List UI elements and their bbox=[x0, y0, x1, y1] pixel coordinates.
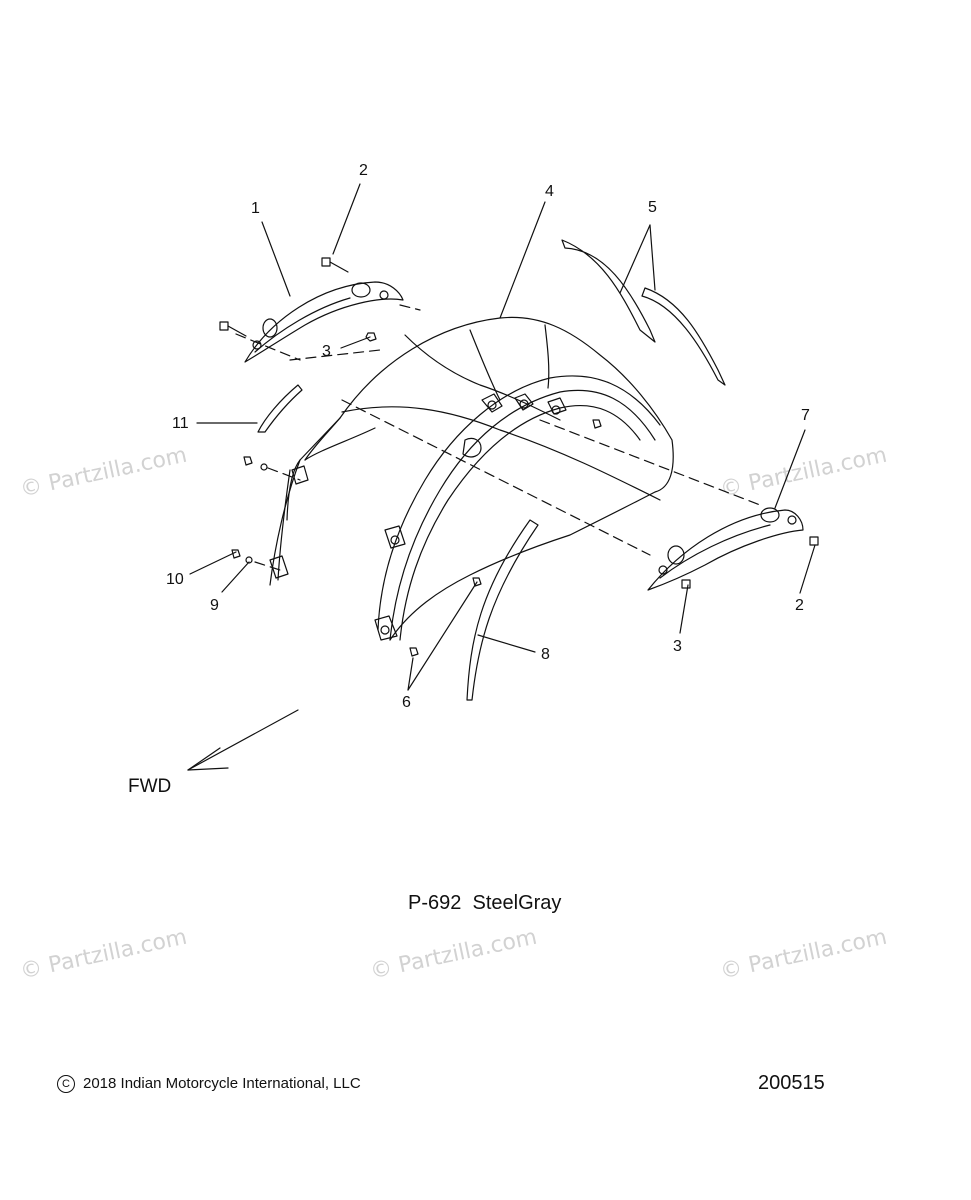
callout-4: 4 bbox=[545, 183, 554, 200]
copyright-icon: C bbox=[57, 1075, 75, 1094]
callout-2: 2 bbox=[795, 597, 804, 614]
callout-7: 7 bbox=[801, 407, 810, 424]
callout-11: 11 bbox=[172, 415, 189, 432]
callout-10: 10 bbox=[166, 571, 184, 588]
forward-direction-label: FWD bbox=[128, 776, 172, 797]
trim-rail-part-7 bbox=[647, 507, 804, 591]
copyright-text: 2018 Indian Motorcycle International, LL… bbox=[83, 1075, 361, 1092]
small-trim-part-11 bbox=[257, 384, 303, 433]
assembly-lines bbox=[235, 304, 761, 571]
callout-9: 9 bbox=[210, 597, 219, 614]
copyright-line: C 2018 Indian Motorcycle International, L… bbox=[57, 1075, 361, 1094]
leader-lines bbox=[189, 183, 816, 691]
forward-arrow bbox=[187, 709, 299, 771]
callout-6: 6 bbox=[402, 694, 411, 711]
edge-strip-part-5 bbox=[561, 239, 726, 386]
part-caption: P-692 SteelGray bbox=[408, 892, 562, 914]
fasteners bbox=[219, 257, 819, 657]
callout-3: 3 bbox=[673, 638, 682, 655]
callout-8: 8 bbox=[541, 646, 550, 663]
molding-strip-part-8 bbox=[466, 519, 539, 701]
trim-rail-part-1 bbox=[244, 281, 404, 363]
rear-fender-part-4 bbox=[269, 316, 674, 641]
callout-3: 3 bbox=[322, 343, 331, 360]
callout-1: 1 bbox=[251, 200, 260, 217]
diagram-id: 200515 bbox=[758, 1072, 825, 1094]
callout-5: 5 bbox=[648, 199, 657, 216]
callout-2: 2 bbox=[359, 162, 368, 179]
